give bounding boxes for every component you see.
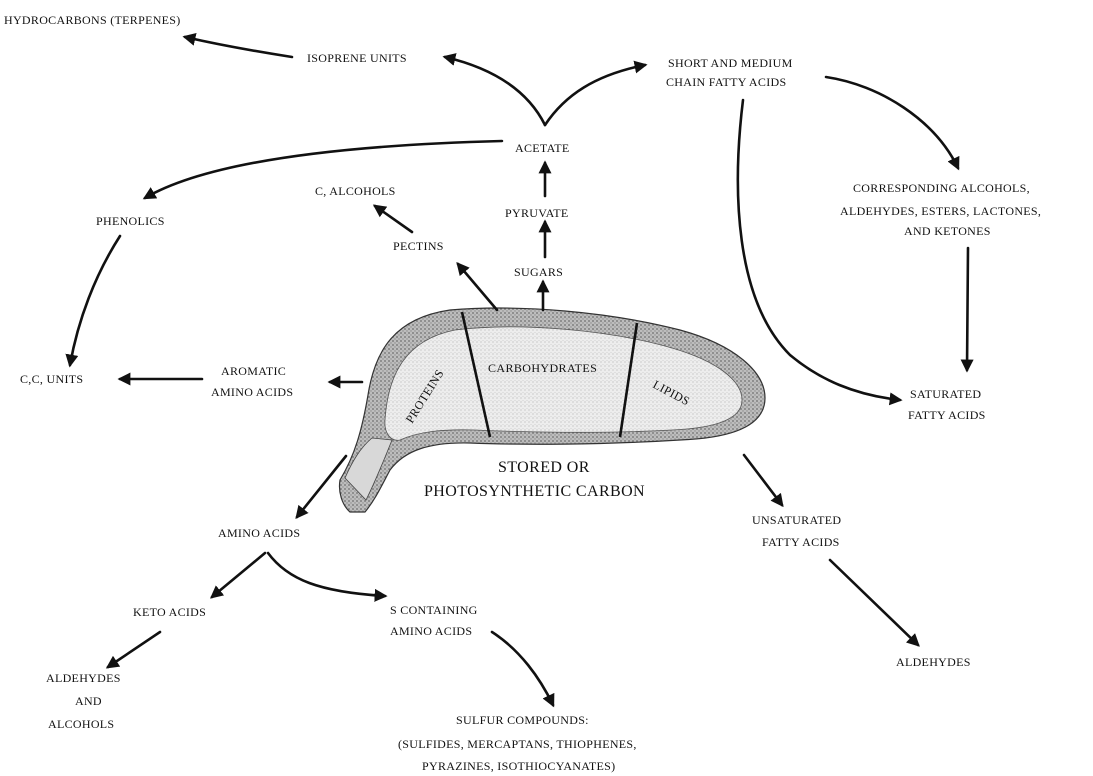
arrow-corresponding-to-saturated (967, 248, 968, 370)
node-saturated-line2: FATTY ACIDS (908, 408, 986, 422)
arrow-amino-to-s-containing (268, 553, 385, 596)
node-unsaturated-line1: UNSATURATED (752, 513, 841, 527)
node-amino-acids: AMINO ACIDS (218, 526, 300, 540)
node-ald-alc-line3: ALCOHOLS (48, 717, 114, 731)
node-sugars: SUGARS (514, 265, 563, 279)
arrow-s-containing-to-sulfur (492, 632, 553, 705)
arrow-carbohydrates-to-pectins (458, 264, 497, 310)
node-isoprene-units: ISOPRENE UNITS (307, 51, 407, 65)
arrow-amino-to-keto (212, 553, 265, 597)
node-corresponding-line1: CORRESPONDING ALCOHOLS, (853, 181, 1030, 195)
arrow-short-medium-to-saturated (738, 100, 900, 400)
node-s-containing-line1: S CONTAINING (390, 603, 478, 617)
node-c6c3-units: C,C, UNITS (20, 372, 83, 386)
arrow-isoprene-to-hydrocarbons (185, 37, 292, 57)
node-saturated-line1: SATURATED (910, 387, 981, 401)
node-sulfur-line2: (SULFIDES, MERCAPTANS, THIOPHENES, (398, 737, 637, 751)
node-unsaturated-line2: FATTY ACIDS (762, 535, 840, 549)
node-pectins: PECTINS (393, 239, 444, 253)
node-ald-alc-line1: ALDEHYDES (46, 671, 121, 685)
node-pyruvate: PYRUVATE (505, 206, 569, 220)
node-s-containing-line2: AMINO ACIDS (390, 624, 472, 638)
node-sulfur-line3: PYRAZINES, ISOTHIOCYANATES) (422, 759, 615, 773)
arrow-acetate-to-short-medium (545, 65, 645, 125)
node-phenolics: PHENOLICS (96, 214, 165, 228)
arrow-short-medium-to-corresponding (826, 77, 958, 168)
node-corresponding-line3: AND KETONES (904, 224, 991, 238)
node-sulfur-line1: SULFUR COMPOUNDS: (456, 713, 589, 727)
node-keto-acids: KETO ACIDS (133, 605, 206, 619)
arrow-pectins-to-c-alcohols (375, 206, 412, 232)
banana-caption-line2: PHOTOSYNTHETIC CARBON (424, 483, 645, 500)
arrow-acetate-to-isoprene (445, 57, 545, 125)
node-short-medium-line2: CHAIN FATTY ACIDS (666, 75, 786, 89)
banana-caption-line1: STORED OR (498, 459, 590, 476)
node-short-medium-line1: SHORT AND MEDIUM (668, 56, 793, 70)
node-c-alcohols: C, ALCOHOLS (315, 184, 396, 198)
arrow-proteins-to-amino-acids (297, 456, 346, 517)
arrow-lipids-to-unsaturated (744, 455, 782, 505)
banana-section-carbohydrates: CARBOHYDRATES (488, 361, 597, 375)
node-aromatic-line1: AROMATIC (221, 364, 286, 378)
node-acetate: ACETATE (515, 141, 569, 155)
banana-illustration: PROTEINS CARBOHYDRATES LIPIDS STORED OR … (339, 308, 765, 512)
node-ald-alc-line2: AND (75, 694, 102, 708)
node-aromatic-line2: AMINO ACIDS (211, 385, 293, 399)
node-aldehydes: ALDEHYDES (896, 655, 971, 669)
arrow-keto-to-ald-alc (108, 632, 160, 667)
node-hydrocarbons: HYDROCARBONS (TERPENES) (4, 13, 181, 27)
arrow-phenolics-to-c6c3 (70, 236, 120, 365)
arrow-unsaturated-to-aldehydes (830, 560, 918, 645)
node-corresponding-line2: ALDEHYDES, ESTERS, LACTONES, (840, 204, 1041, 218)
